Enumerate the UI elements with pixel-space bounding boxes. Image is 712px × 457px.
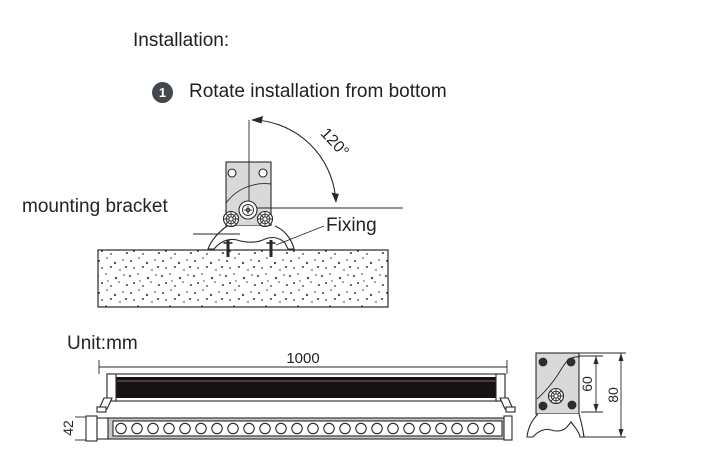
knurled-screw-left (222, 210, 240, 228)
arc-arrow-top (251, 116, 263, 124)
led-strip (115, 422, 495, 435)
led-circle (115, 422, 127, 435)
knurled-screw-right (256, 210, 274, 228)
mounting-bracket-label: mounting bracket (22, 196, 168, 217)
dim-60-arrow-bottom (593, 404, 599, 412)
led-circle (451, 422, 463, 435)
bracket-foot (207, 225, 295, 250)
pivot-screw (238, 200, 258, 220)
led-circle (275, 422, 287, 435)
led-circle (211, 422, 223, 435)
led-circle (483, 422, 495, 435)
dim-80-label: 80 (605, 387, 621, 403)
led-circle (387, 422, 399, 435)
plate-hole-right (258, 168, 268, 178)
end-arm-edge-line (536, 356, 580, 400)
led-circle (371, 422, 383, 435)
end-knurled-screw (547, 387, 565, 405)
dim-80-arrow-top (618, 353, 624, 361)
anchor-screws (223, 240, 276, 257)
profile-foot-left (98, 397, 113, 410)
led-circle (147, 422, 159, 435)
led-circle (227, 422, 239, 435)
led-circle (131, 422, 143, 435)
wall-section (97, 249, 389, 308)
angle-label: 120° (317, 125, 352, 161)
end-foot (526, 413, 585, 438)
led-circle (179, 422, 191, 435)
arm-edge-line (225, 183, 272, 204)
dim-length-label: 1000 (286, 350, 319, 367)
page-title: Installation: (133, 30, 230, 51)
led-circle (355, 422, 367, 435)
led-circle (339, 422, 351, 435)
fixing-leader (275, 225, 325, 246)
led-circle (419, 422, 431, 435)
dim-60-label: 60 (579, 376, 595, 392)
end-screw-tl (538, 357, 548, 367)
end-view: 60 80 (526, 352, 626, 438)
led-circle (195, 422, 207, 435)
side-profile-view: 1000 (96, 350, 516, 413)
led-circle (435, 422, 447, 435)
led-circle (291, 422, 303, 435)
rotation-diagram: 120° mounting bracket Fixing (22, 116, 403, 308)
led-circle (307, 422, 319, 435)
dim-80-arrow-bottom (618, 429, 624, 437)
dim-60-arrow-top (593, 356, 599, 364)
arc-arrow-bottom (331, 192, 339, 203)
front-endcap-right (503, 415, 513, 441)
led-circle (163, 422, 175, 435)
profile-endcap-right (495, 373, 506, 402)
front-view: 42 (60, 415, 513, 442)
end-screw-bl (538, 401, 548, 411)
fixing-label: Fixing (326, 215, 377, 236)
led-circle (323, 422, 335, 435)
led-circle (259, 422, 271, 435)
rotation-arc (255, 119, 337, 198)
dim-42-label: 42 (60, 420, 76, 436)
step-row: 1 Rotate installation from bottom (152, 81, 447, 103)
profile-foot-pad-right (505, 406, 516, 413)
profile-endcap-left (106, 373, 117, 402)
profile-foot-pad-left (96, 406, 107, 413)
plate-hole-left (227, 168, 237, 178)
step-number-badge: 1 (152, 81, 173, 103)
step-label: Rotate installation from bottom (189, 81, 447, 102)
end-screw-tr (566, 357, 576, 367)
led-circle (243, 422, 255, 435)
unit-label: Unit:mm (67, 333, 138, 354)
front-flange-inner (96, 417, 109, 440)
front-flange-outer (85, 415, 98, 442)
end-screw-br (567, 400, 577, 410)
profile-black-body (116, 377, 497, 398)
led-circle (467, 422, 479, 435)
led-circle (403, 422, 415, 435)
